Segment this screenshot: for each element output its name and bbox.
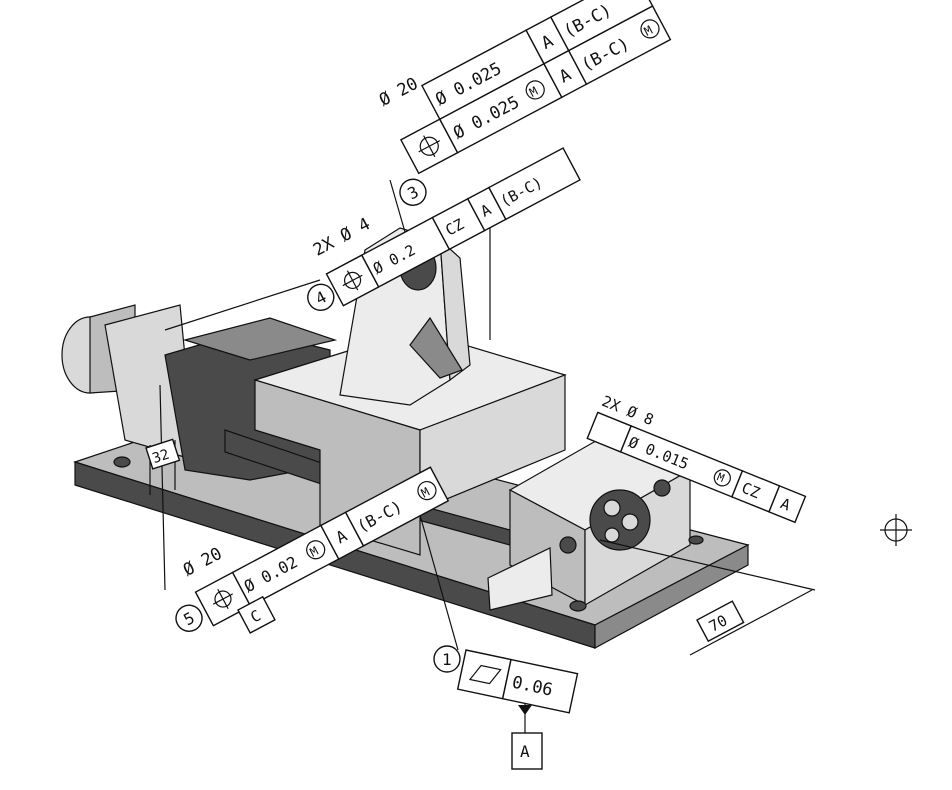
base-hole-left (113, 456, 131, 468)
base-hole-right (569, 600, 587, 612)
end-block-side-hole (559, 536, 577, 554)
callout-5-size: Ø 20 (180, 544, 226, 581)
callout-1-balloon (433, 645, 461, 673)
right-callout-zone: CZ (739, 479, 762, 502)
right-callout: 2X Ø 8 Ø 0.015 M CZ A (586, 392, 807, 524)
end-block-small-hole (653, 479, 671, 497)
callout-1-datum-label: A (520, 742, 530, 761)
dimension-32: 32 (145, 438, 181, 470)
callout-1-symbol-cell (456, 649, 512, 700)
callout-3-balloon (399, 178, 427, 206)
dimension-32-value: 32 (150, 447, 171, 467)
right-callout-datum-cell (768, 484, 807, 524)
foot-block (487, 547, 553, 611)
callout-4-datum-b-cell (487, 147, 581, 221)
callout-5-datum-mmc-icon (417, 481, 437, 501)
callout-1-number: 1 (442, 650, 452, 669)
crosshair-icon (880, 514, 912, 546)
bracket-side (439, 238, 471, 382)
callout-3-mmc-icon (525, 80, 545, 100)
callout-5-mmc-icon (306, 540, 326, 560)
right-callout-modifier: M (715, 470, 726, 485)
leader-lines (149, 179, 816, 735)
end-block-hole-2 (621, 513, 639, 531)
dimension-70: 70 (696, 600, 745, 643)
callout-1-tolerance-cell (501, 658, 579, 714)
base-hole-far (688, 535, 704, 545)
datum-c-box: C (237, 595, 276, 634)
callout-5: Ø 20 5 Ø 0.02 M A (B-C) M (175, 466, 450, 632)
callout-4: 2X Ø 4 4 Ø 0.2 CZ A (B-C) (307, 147, 581, 312)
callout-5-datum-b-cell (344, 466, 450, 547)
callout-4-balloon (307, 283, 335, 312)
callout-5-balloon (175, 604, 203, 632)
bearing-block-top (182, 317, 338, 361)
callout-3-datum-mmc-icon (640, 19, 660, 39)
bracket-rib (409, 316, 463, 379)
callout-1-datum-cell (511, 732, 543, 770)
end-block-hole-1 (603, 499, 621, 517)
callout-1: 1 0.06 A (433, 645, 579, 770)
callout-3-size: Ø 20 (376, 74, 422, 111)
end-block-hole-3 (604, 527, 620, 543)
end-block-bore (589, 489, 651, 551)
right-callout-mmc-icon (713, 469, 731, 487)
callout-3-upper-datum-b-cell (549, 0, 654, 52)
base-plate-side (594, 544, 749, 650)
flatness-icon (468, 664, 502, 685)
